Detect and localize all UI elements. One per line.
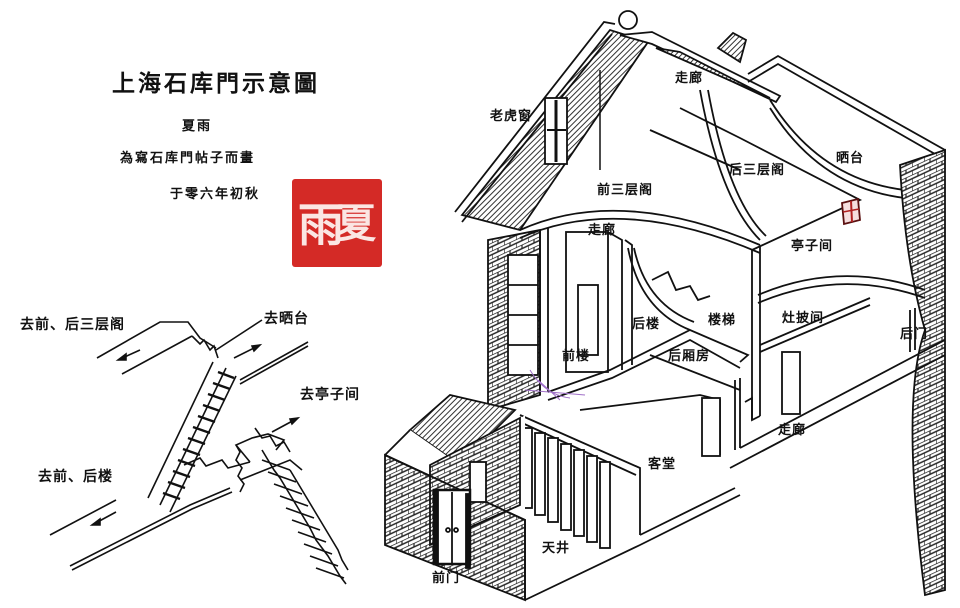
stair-diagram: [49, 319, 349, 585]
label-corridor-top: 走廊: [675, 71, 704, 86]
label-back-third-floor: 后三层阁: [729, 163, 786, 178]
label-corridor-ground: 走廊: [778, 423, 807, 438]
label-front-third-floor: 前三层阁: [597, 183, 654, 198]
label-to-front-back-third-floor: 去前、后三层阁: [20, 317, 125, 333]
red-seal-stamp: 雨 夏: [292, 179, 382, 267]
label-dormer-window: 老虎窗: [490, 109, 533, 124]
label-staircase: 楼梯: [708, 313, 737, 328]
label-corridor-mid: 走廊: [588, 223, 617, 238]
label-pavilion-room: 亭子间: [791, 239, 834, 254]
seal-char-left: 雨: [298, 198, 344, 252]
label-living-hall: 客堂: [648, 457, 677, 472]
house-diagram: [384, 10, 946, 602]
label-courtyard: 天井: [542, 541, 571, 556]
label-back-door: 后门: [900, 327, 929, 342]
label-terrace: 晒台: [836, 151, 865, 166]
date-text: 于零六年初秋: [170, 187, 261, 202]
label-front-building: 前楼: [562, 349, 591, 364]
label-front-gate: 前门: [432, 571, 461, 586]
label-to-pavilion-room: 去亭子间: [300, 387, 360, 403]
seal-char-right: 夏: [336, 200, 376, 247]
label-back-building: 后楼: [632, 317, 661, 332]
label-back-wing-room: 后厢房: [668, 349, 711, 364]
label-to-terrace: 去晒台: [264, 311, 309, 327]
label-kitchen: 灶披间: [782, 311, 825, 326]
diagram-title: 上海石库門示意圖: [112, 70, 320, 97]
author-name: 夏雨: [182, 119, 213, 134]
label-to-front-back-building: 去前、后楼: [38, 469, 113, 485]
caption-text: 為寫石库門帖子而畫: [120, 151, 256, 166]
